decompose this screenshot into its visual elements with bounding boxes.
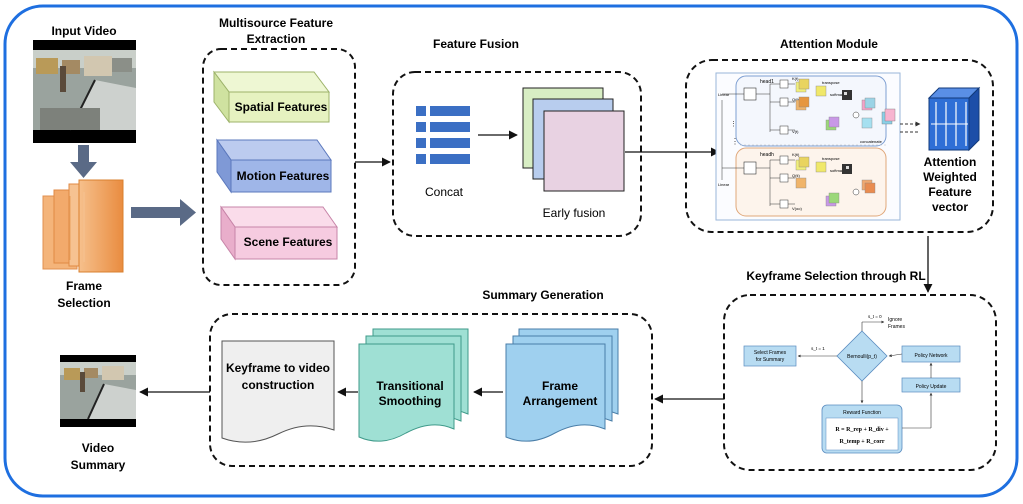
svg-text:Q(ti): Q(ti): [792, 173, 800, 178]
early-fusion-label: Early fusion: [543, 206, 606, 220]
rl-title: Keyframe Selection through RL: [746, 269, 925, 283]
attention-weighted-cube-icon: [927, 86, 981, 152]
svg-text:V(t): V(t): [792, 129, 799, 134]
attention-output-label-2: Weighted: [923, 170, 977, 184]
summary-container: [209, 313, 653, 467]
frame-arrangement-label-2: Arrangement: [523, 394, 598, 408]
svg-text:softmax: softmax: [830, 92, 844, 97]
svg-text:K(ti): K(ti): [792, 152, 800, 157]
rl-container: [723, 294, 997, 471]
svg-text:⋮: ⋮: [731, 137, 739, 146]
scene-features-block: [220, 205, 338, 261]
video-summary-thumbnail: [60, 355, 136, 427]
motion-features-label: Motion Features: [237, 169, 330, 183]
input-video-label: Input Video: [51, 24, 116, 38]
attention-output-label-3: Feature: [928, 185, 972, 199]
transitional-smoothing-label-1: Transitional: [376, 379, 443, 393]
rl-inner-diagram: Select Frames for Summary Bernoulli(p_t)…: [743, 314, 961, 454]
svg-text:Policy Network: Policy Network: [914, 353, 948, 359]
attention-container: [685, 59, 994, 233]
svg-text:Linear: Linear: [718, 92, 730, 97]
svg-text:softmax: softmax: [830, 168, 844, 173]
frame-selection-label-2: Selection: [57, 296, 110, 310]
fusion-container: [392, 71, 642, 237]
arrow-frames-to-features: [131, 199, 196, 226]
svg-text:s_t = 0: s_t = 0: [868, 314, 882, 319]
frame-selection-label-1: Frame: [66, 279, 102, 293]
svg-text:Frames: Frames: [888, 324, 905, 330]
svg-text:transpose: transpose: [822, 80, 840, 85]
outer-frame: [3, 4, 1019, 498]
svg-text:concatenate: concatenate: [860, 139, 883, 144]
motion-features-block: [216, 138, 332, 194]
concat-grid-icon: [416, 106, 470, 164]
keyframe-video-label-2: construction: [242, 378, 315, 392]
svg-text:Bernoulli(p_t): Bernoulli(p_t): [847, 354, 877, 360]
svg-text:R_temp + R_corr: R_temp + R_corr: [839, 439, 884, 445]
multisource-title-2: Extraction: [247, 32, 306, 46]
svg-text:R = R_rep + R_div +: R = R_rep + R_div +: [835, 427, 889, 433]
video-summary-label-2: Summary: [71, 458, 126, 472]
video-summary-label-1: Video: [82, 441, 114, 455]
frame-arrangement-label-1: Frame: [542, 379, 578, 393]
frame-selection-stack-icon: [42, 179, 124, 273]
svg-text:K(t): K(t): [792, 76, 799, 81]
spatial-features-block: [213, 70, 330, 124]
svg-text:s_t = 1: s_t = 1: [811, 346, 825, 351]
svg-text:Linear: Linear: [718, 182, 730, 187]
concat-label: Concat: [425, 185, 464, 199]
transitional-smoothing-doc: [358, 328, 469, 442]
keyframe-video-doc: [221, 340, 335, 443]
svg-text:Q(t): Q(t): [792, 97, 800, 102]
attention-output-label-4: vector: [932, 200, 968, 214]
svg-text:Ignore: Ignore: [888, 317, 902, 323]
multisource-container: [202, 48, 356, 286]
fusion-title: Feature Fusion: [433, 37, 519, 51]
svg-text:Reward Function: Reward Function: [843, 410, 881, 416]
svg-text:Select Frames: Select Frames: [754, 350, 787, 356]
svg-text:⋮: ⋮: [730, 121, 737, 128]
attention-output-label-1: Attention: [924, 155, 977, 169]
svg-text:head1: head1: [760, 79, 774, 85]
spatial-features-label: Spatial Features: [235, 100, 328, 114]
attention-title: Attention Module: [780, 37, 878, 51]
svg-text:Policy Update: Policy Update: [916, 384, 947, 390]
keyframe-video-label-1: Keyframe to video: [226, 361, 330, 375]
svg-text:for Summary: for Summary: [756, 357, 785, 363]
summary-title: Summary Generation: [482, 288, 603, 302]
early-fusion-stack: [522, 87, 625, 192]
svg-text:transpose: transpose: [822, 156, 840, 161]
scene-features-label: Scene Features: [244, 235, 333, 249]
attention-inner-diagram: head1 Linear K(t) Q(t) V(t) transpose so…: [715, 72, 901, 221]
input-video-thumbnail: [33, 40, 136, 143]
multisource-title-1: Multisource Feature: [219, 16, 333, 30]
frame-arrangement-doc: [505, 328, 619, 442]
transitional-smoothing-label-2: Smoothing: [379, 394, 442, 408]
arrow-input-to-frames: [70, 145, 97, 178]
svg-text:headh: headh: [760, 152, 774, 158]
svg-text:V(oo): V(oo): [792, 206, 802, 211]
